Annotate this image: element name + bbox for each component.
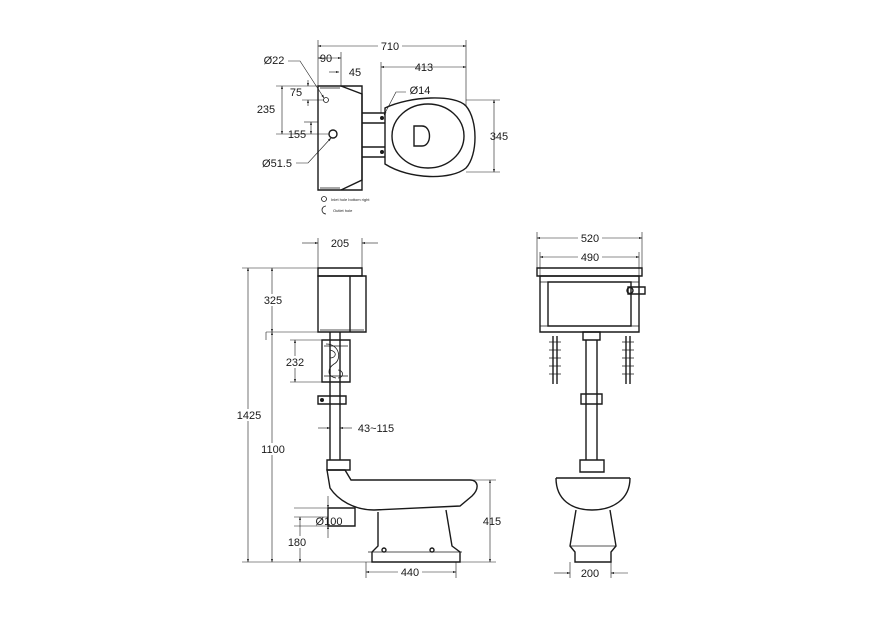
inlet-hole-icon: [323, 97, 329, 103]
dim-d14: Ø14: [383, 85, 431, 116]
dim-155: 155: [288, 121, 318, 141]
fixing-rods: [549, 336, 634, 384]
dim-205: 205: [302, 238, 378, 268]
dim-d22: Ø22: [264, 55, 325, 99]
cistern-plan: [317, 85, 363, 191]
dim-1425: 1425: [236, 267, 372, 563]
legend-outlet-label: Outlet hole: [333, 208, 353, 213]
dim-label: 90: [320, 53, 332, 65]
dim-232: 232: [284, 339, 322, 383]
dim-440: 440: [365, 562, 457, 579]
flush-pipes-plan: [362, 112, 385, 158]
dim-label: Ø51.5: [262, 158, 292, 170]
dim-label: Ø100: [316, 516, 343, 528]
legend: Inlet hole bottom right Outlet hole: [321, 196, 370, 215]
dim-label: 520: [581, 233, 599, 245]
dim-43-115: 43~115: [318, 423, 394, 435]
dim-325: 325: [262, 267, 318, 333]
pan-side: [326, 459, 478, 563]
dim-label: 1425: [237, 410, 261, 422]
dim-200: 200: [554, 562, 628, 580]
dim-label: 43~115: [358, 423, 394, 435]
flush-lever-icon: [627, 286, 646, 295]
side-view: 205 325 232 1425 1100: [236, 238, 501, 579]
dim-label: 710: [381, 41, 399, 53]
dim-label: 75: [290, 87, 302, 99]
dim-75: 75: [290, 80, 324, 106]
flush-pipe-side: [317, 332, 347, 460]
dim-label: 235: [257, 104, 275, 116]
dim-710: 710: [317, 40, 467, 106]
seat-d-shape-icon: [413, 125, 431, 147]
dim-label: 413: [415, 62, 433, 74]
dim-label: 180: [288, 537, 306, 549]
dim-490: 490: [539, 251, 640, 276]
dim-90: 90: [317, 52, 342, 86]
dim-label: 415: [483, 516, 501, 528]
dim-d51: Ø51.5: [262, 137, 332, 170]
dim-180: 180: [286, 516, 328, 563]
outlet-hole-icon: [328, 129, 338, 139]
dim-45: 45: [329, 67, 361, 79]
inlet-legend-icon: [321, 196, 327, 202]
top-view: 710 90 45 413 Ø22 Ø14: [257, 40, 508, 215]
dim-235: 235: [257, 85, 329, 135]
dim-label: Ø22: [264, 55, 285, 67]
dim-label: Ø14: [410, 85, 431, 97]
pan-plan: [384, 97, 476, 178]
dim-1100: 1100: [260, 331, 286, 563]
dim-413: 413: [380, 62, 467, 113]
dim-label: 45: [349, 67, 361, 79]
dim-label: 345: [490, 131, 508, 143]
cistern-front: [536, 267, 646, 333]
front-view: 520 490 200: [536, 232, 646, 580]
flush-pipe-front: [580, 331, 603, 460]
dim-520: 520: [536, 232, 643, 268]
outlet-legend-icon: [321, 205, 327, 215]
dim-label: 155: [288, 129, 306, 141]
ornate-bracket-icon: [321, 339, 351, 383]
dim-label: 232: [286, 357, 304, 369]
dim-d100: Ø100: [294, 496, 342, 538]
dim-label: 325: [264, 295, 282, 307]
dim-415: 415: [460, 479, 501, 563]
dim-label: 440: [401, 567, 419, 579]
dim-label: 490: [581, 252, 599, 264]
cistern-side: [317, 267, 367, 333]
dim-label: 1100: [261, 444, 285, 456]
pan-front: [555, 459, 631, 563]
dim-label: 205: [331, 238, 349, 250]
dim-345: 345: [466, 99, 508, 173]
dim-label: 200: [581, 568, 599, 580]
legend-inlet-label: Inlet hole bottom right: [331, 197, 370, 202]
